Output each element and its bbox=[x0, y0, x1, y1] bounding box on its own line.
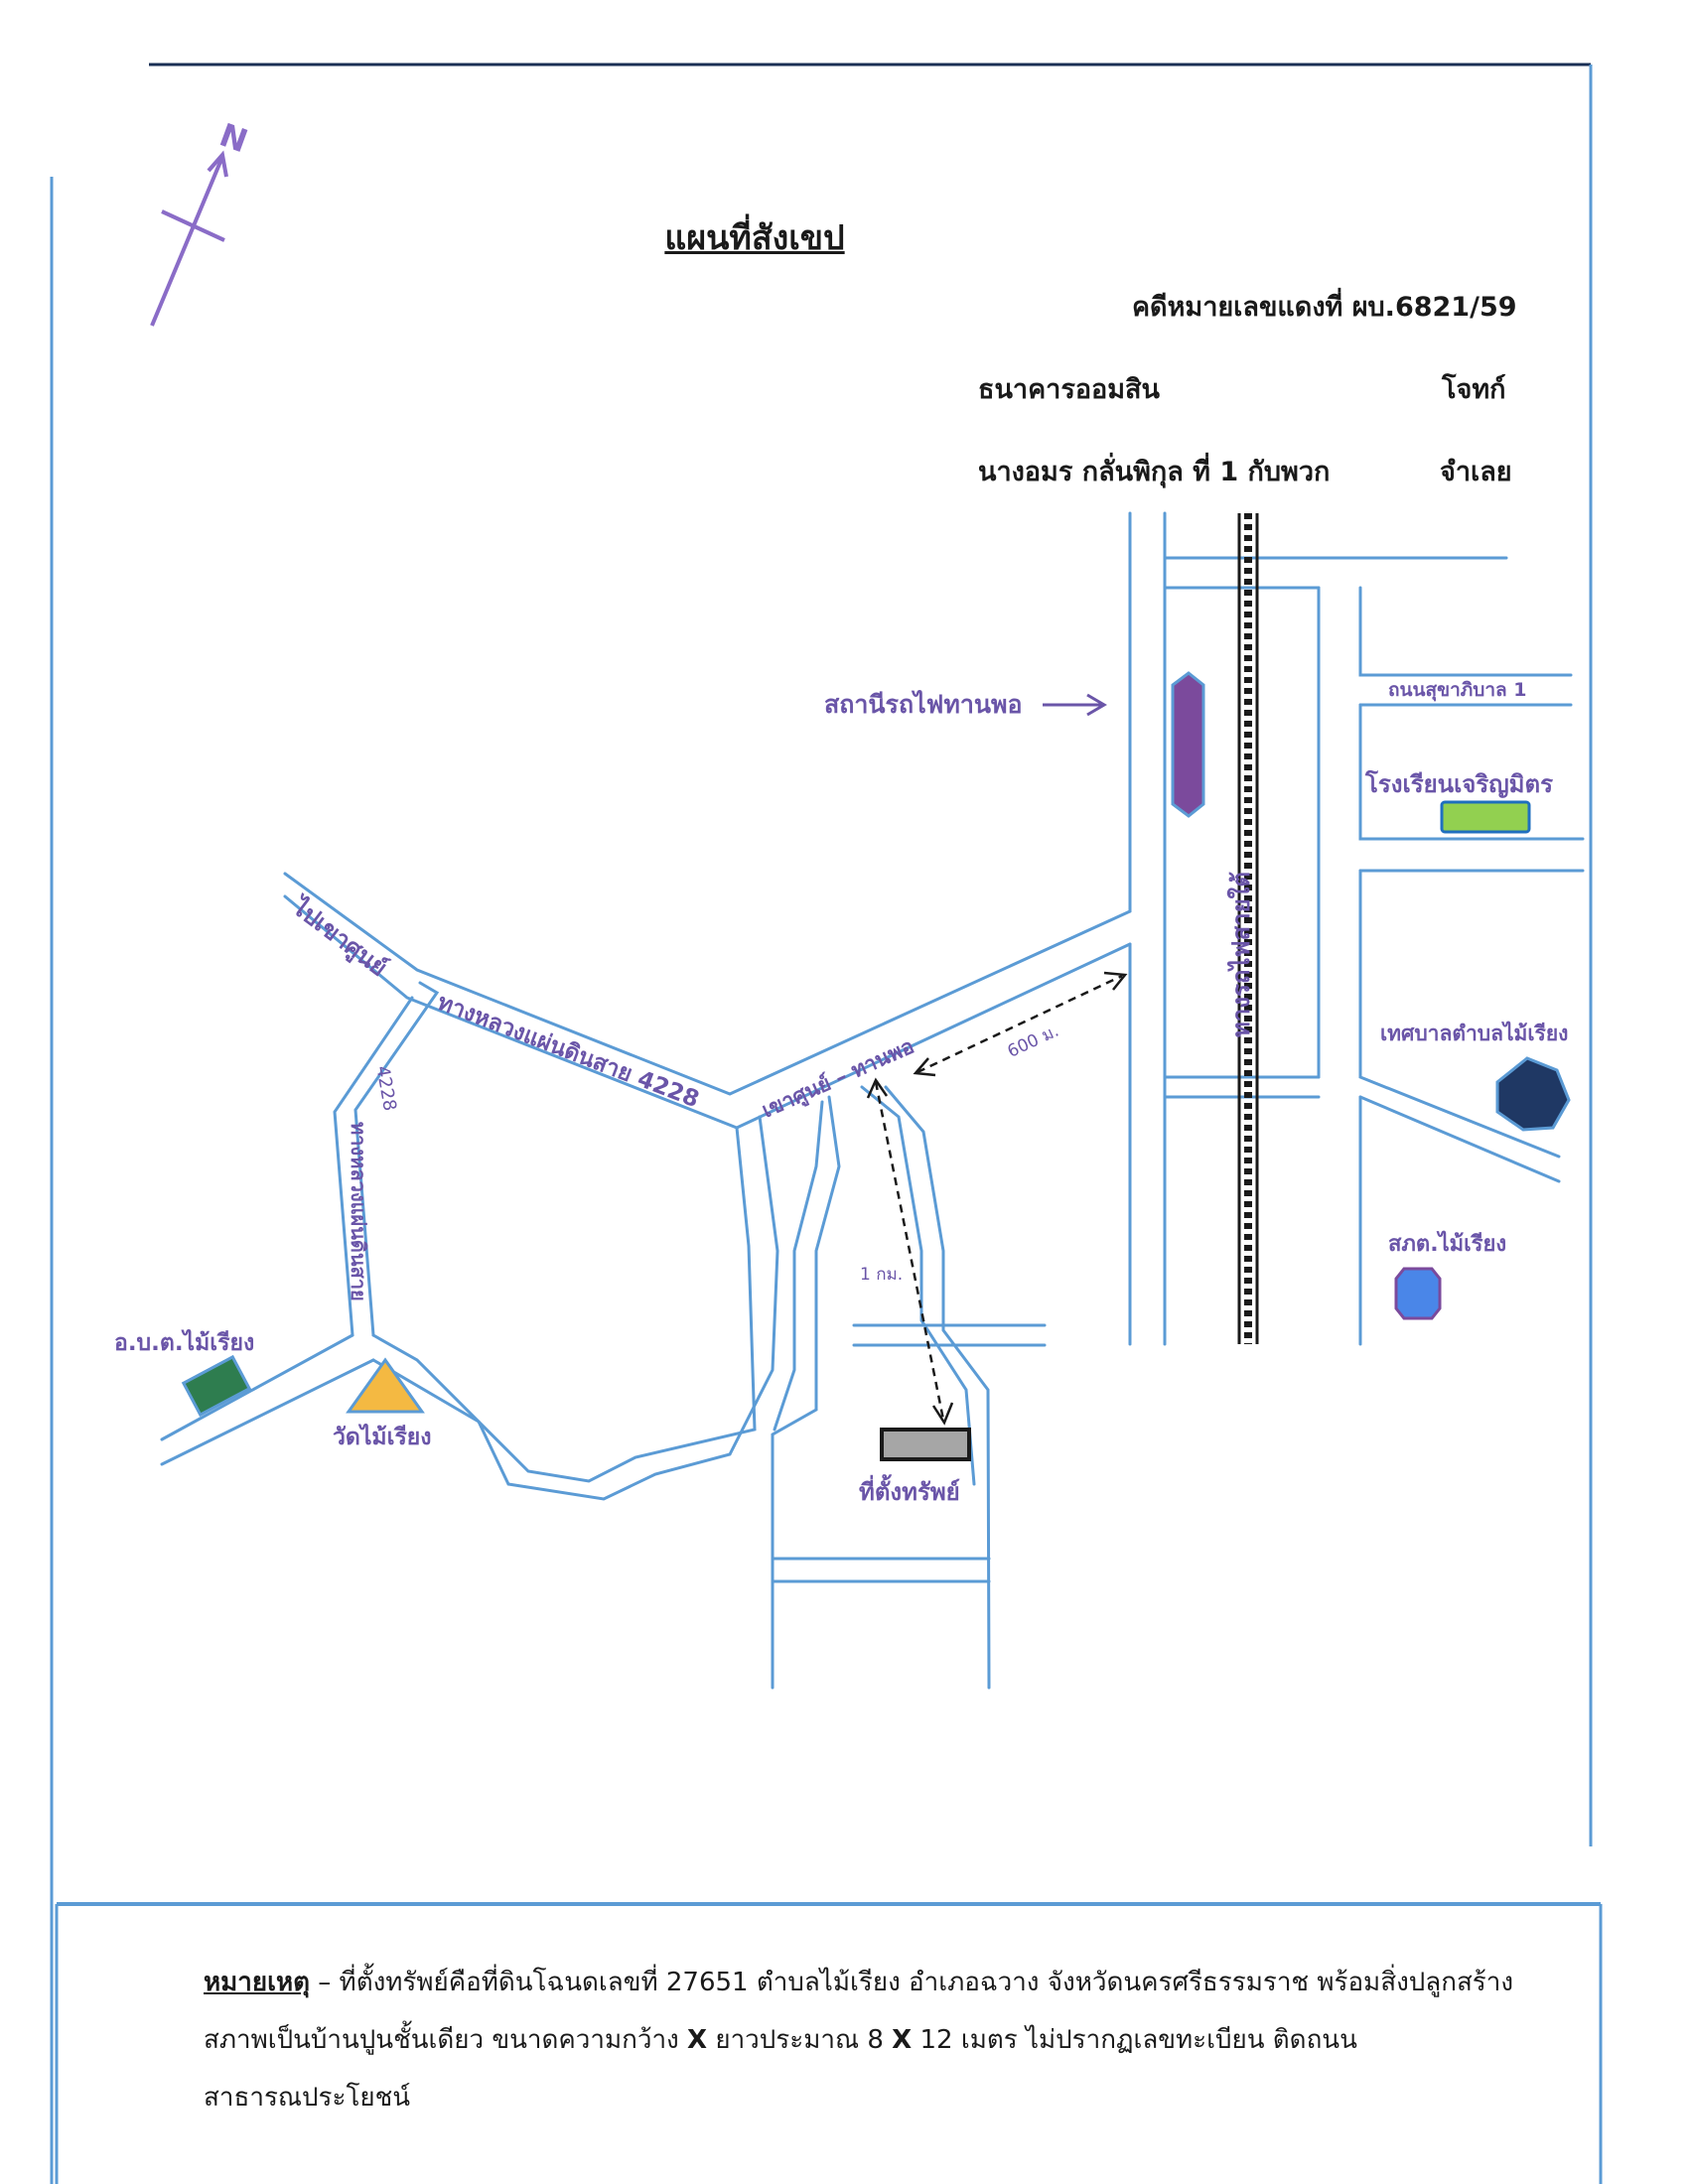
footnote-line2: ยาวประมาณ 8 bbox=[715, 2025, 884, 2055]
police-icon bbox=[1394, 1267, 1442, 1320]
municipality-icon bbox=[1495, 1056, 1571, 1132]
label-highway-vertical: ทางหลวงแผ่นดินสาย bbox=[347, 1122, 370, 1301]
page-frame bbox=[50, 63, 1603, 2184]
label-railway: ทางรถไฟสายใต้ bbox=[1227, 872, 1255, 1037]
label-obt: อ.บ.ต.ไม้เรียง bbox=[114, 1330, 255, 1356]
footnote: หมายเหตุ – ที่ตั้งทรัพย์คือที่ดินโฉนดเลข… bbox=[204, 1954, 1534, 2126]
school-icon bbox=[1440, 800, 1531, 834]
label-police: สภต.ไม้เรียง bbox=[1388, 1232, 1507, 1257]
footnote-line1: – ที่ตั้งทรัพย์คือที่ดินโฉนดเลขที่ 27651… bbox=[204, 1968, 1514, 2055]
label-municipality: เทศบาลตำบลไม้เรียง bbox=[1380, 1022, 1569, 1045]
distance-arrow-1km bbox=[866, 1077, 954, 1426]
station-arrow-head bbox=[1086, 693, 1107, 717]
label-school: โรงเรียนเจริญมิตร bbox=[1365, 770, 1553, 798]
defendant-name: นางอมร กลั่นพิกุล ที่ 1 กับพวก bbox=[978, 457, 1331, 487]
railway-line bbox=[1237, 513, 1259, 1344]
distance-arrow-600 bbox=[913, 971, 1128, 1077]
label-station: สถานีรถไฟทานพอ bbox=[824, 690, 1023, 719]
footnote-x2: X bbox=[892, 2025, 913, 2055]
obt-icon bbox=[181, 1354, 252, 1418]
footnote-line3: 12 เมตร ไม่ปรากฏเลขทะเบียน ติดถนนสาธารณป… bbox=[204, 2025, 1357, 2113]
label-road-sukhaphiban: ถนนสุขาภิบาล 1 bbox=[1388, 679, 1527, 701]
property-icon bbox=[880, 1428, 971, 1461]
compass-icon bbox=[150, 150, 228, 327]
label-distance-1km: 1 กม. bbox=[860, 1265, 904, 1285]
temple-icon bbox=[346, 1357, 425, 1414]
plaintiff-role: โจทก์ bbox=[1442, 374, 1506, 405]
page-title: แผนที่สังเขป bbox=[664, 218, 845, 258]
footnote-heading: หมายเหตุ bbox=[204, 1968, 311, 1997]
label-property: ที่ตั้งทรัพย์ bbox=[859, 1478, 960, 1506]
defendant-role: จำเลย bbox=[1440, 457, 1512, 487]
plaintiff-name: ธนาคารออมสิน bbox=[978, 374, 1160, 405]
footnote-x1: X bbox=[687, 2025, 708, 2055]
label-temple: วัดไม้เรียง bbox=[333, 1425, 432, 1450]
case-number: คดีหมายเลขแดงที่ ผบ.6821/59 bbox=[1132, 292, 1517, 323]
road-network bbox=[160, 511, 1585, 1690]
station-icon bbox=[1171, 671, 1205, 818]
